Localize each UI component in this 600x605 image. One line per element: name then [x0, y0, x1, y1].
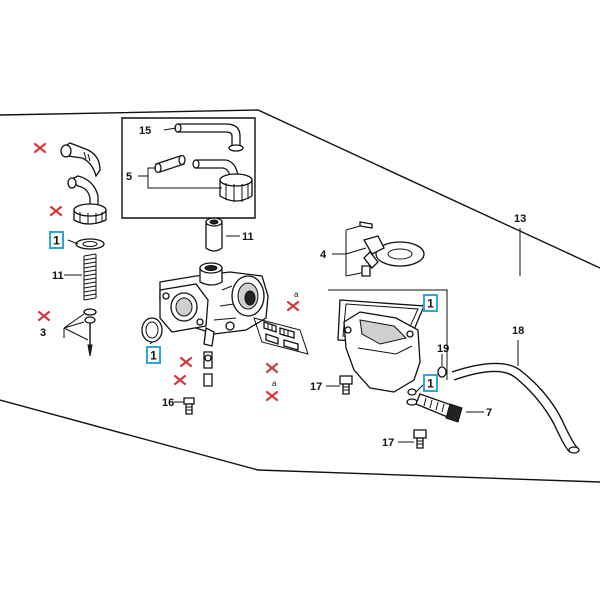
- part-number-16: 16: [162, 397, 174, 409]
- leader-1b: [149, 341, 153, 345]
- part-number-11-left: 11: [52, 270, 64, 282]
- jet-needle-set: [83, 308, 97, 357]
- svg-text:1: 1: [427, 297, 434, 311]
- part-number-13: 13: [514, 213, 526, 225]
- x-mark: [286, 300, 300, 312]
- part-number-4: 4: [320, 249, 327, 261]
- part-number-3: 3: [40, 327, 46, 339]
- top-cap: [73, 203, 107, 225]
- screw-17-upper: [339, 375, 353, 395]
- float-bowl: [343, 311, 421, 393]
- float-chamber-box: [328, 289, 448, 380]
- part-number-19: 19: [437, 343, 449, 355]
- small-mark-a-upper: a: [294, 290, 299, 299]
- part-number-15: 15: [139, 125, 151, 137]
- svg-text:1: 1: [150, 349, 157, 363]
- fuel-hose-5-short: [154, 154, 186, 174]
- leader-1d: [415, 383, 425, 393]
- leader-15: [163, 127, 177, 131]
- small-parts-panel: [253, 317, 309, 355]
- screw-16: [183, 397, 195, 415]
- not-available-marks: [33, 142, 300, 402]
- screw-17-lower: [413, 429, 427, 449]
- highlight-label-1c: 1: [423, 294, 438, 312]
- part-number-17-lower: 17: [382, 437, 394, 449]
- part-number-11-center: 11: [242, 231, 254, 243]
- o-ring-left: [141, 317, 163, 343]
- x-mark: [33, 142, 47, 154]
- float: [363, 235, 425, 269]
- leader-5: [138, 167, 222, 189]
- highlight-label-1d: 1: [423, 374, 438, 392]
- fuel-hose-5-elbow: [192, 159, 253, 202]
- part-number-5: 5: [126, 171, 132, 183]
- diagram-frame: [0, 109, 600, 483]
- o-ring-19: [437, 366, 447, 378]
- float-pin: [359, 221, 373, 229]
- highlight-label-1b: 1: [146, 346, 161, 364]
- overflow-tube: [451, 362, 580, 454]
- throttle-spring: [83, 253, 97, 301]
- svg-text:1: 1: [53, 234, 60, 248]
- fuel-hose-15: [174, 123, 244, 152]
- elbow-fitting-top: [60, 142, 101, 178]
- x-mark: [265, 390, 279, 402]
- float-valve: [361, 265, 371, 277]
- drain-screw-o-ring: [406, 388, 418, 406]
- x-mark: [173, 374, 187, 386]
- highlight-label-1a: 1: [49, 231, 64, 249]
- part-number-18: 18: [512, 325, 524, 337]
- leader-4: [332, 225, 367, 277]
- pilot-jet-parts: [203, 351, 213, 387]
- gasket-ring: [75, 238, 105, 250]
- inset-box: [121, 117, 256, 219]
- small-mark-a-lower: a: [272, 379, 277, 388]
- x-mark: [179, 356, 193, 368]
- x-mark: [265, 362, 279, 374]
- part-number-7: 7: [486, 407, 492, 419]
- carburetor-body: [159, 262, 269, 347]
- slide-valve: [205, 217, 223, 252]
- part-number-17-upper: 17: [310, 381, 322, 393]
- leader-1a: [67, 239, 79, 245]
- x-mark: [49, 205, 63, 217]
- drain-screw-7: [415, 393, 463, 423]
- svg-text:1: 1: [427, 377, 434, 391]
- elbow-fitting-lower: [67, 175, 99, 207]
- x-mark: [37, 310, 51, 322]
- leader-3: [63, 313, 89, 341]
